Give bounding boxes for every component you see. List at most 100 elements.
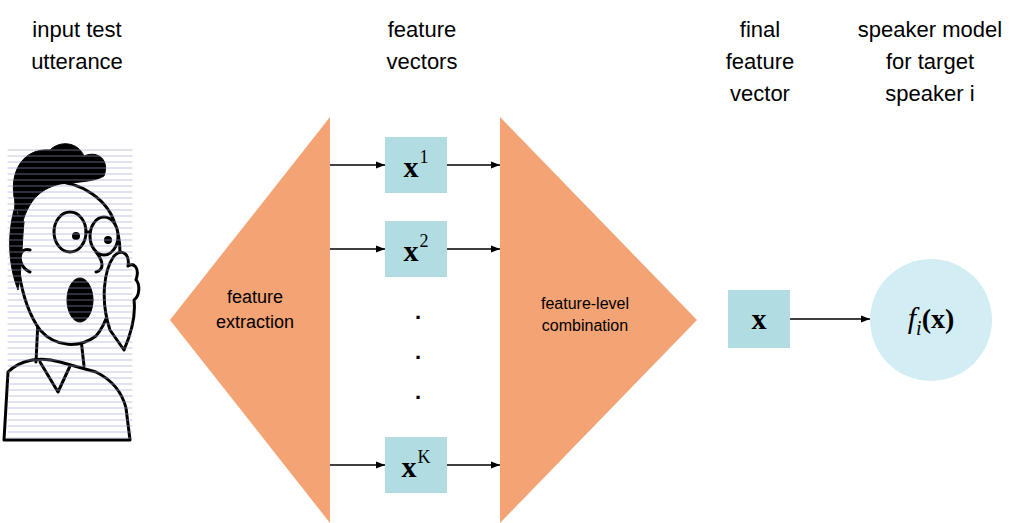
scan-line — [8, 288, 132, 289]
scan-line — [8, 348, 132, 349]
node-text: x — [728, 290, 790, 348]
feature-vector-box: xK — [385, 437, 447, 493]
node-text: x1 — [385, 137, 447, 193]
scan-line — [8, 156, 132, 157]
scan-line — [8, 330, 132, 331]
scan-line — [8, 198, 132, 199]
cartoon-speaker — [4, 144, 139, 440]
scan-line — [8, 432, 132, 433]
scan-line — [8, 282, 132, 283]
node-text: fi(x) — [870, 259, 992, 381]
ellipsis-dot: . — [408, 296, 428, 328]
scan-line — [8, 396, 132, 397]
circle-fill — [870, 259, 992, 381]
flow-arrow — [447, 464, 500, 466]
scan-line — [8, 426, 132, 427]
scan-line — [8, 408, 132, 409]
feature-vector-box: x2 — [385, 221, 447, 277]
text-group: x2 — [404, 231, 429, 268]
scan-line — [8, 366, 132, 367]
scan-line — [8, 378, 132, 379]
column-heading: input test utterance — [2, 14, 152, 78]
vector-symbol: x — [752, 302, 767, 335]
ellipsis-dot: . — [408, 336, 428, 368]
node-text: feature-level combination — [515, 275, 655, 355]
scan-line — [8, 210, 132, 211]
scan-line — [8, 168, 132, 169]
flow-arrow — [330, 164, 385, 166]
column-heading: final feature vector — [715, 14, 805, 110]
flow-arrow — [447, 164, 500, 166]
vector-symbol: x — [404, 234, 419, 267]
subscript: i — [916, 317, 922, 339]
scan-line — [8, 228, 132, 229]
scan-line — [8, 312, 132, 313]
text-group: x1 — [404, 147, 429, 184]
node-label: feature extraction — [216, 287, 294, 332]
triangle-fill — [500, 117, 697, 523]
scan-line — [8, 162, 132, 163]
node-text: x2 — [385, 221, 447, 277]
scan-line — [8, 414, 132, 415]
vector-symbol: x — [404, 150, 419, 183]
column-heading: speaker model for target speaker i — [855, 14, 1005, 110]
flow-arrow — [330, 464, 385, 466]
scan-line — [8, 216, 132, 217]
scan-line — [8, 402, 132, 403]
scan-line — [8, 276, 132, 277]
superscript: K — [418, 447, 431, 467]
column-heading: feature vectors — [362, 14, 482, 78]
scan-line — [8, 342, 132, 343]
text-group: x — [752, 302, 767, 336]
scan-line — [8, 390, 132, 391]
scan-line — [8, 300, 132, 301]
scan-line — [8, 180, 132, 181]
extraction-triangle: feature extraction — [170, 117, 330, 523]
ellipsis-dot: . — [408, 376, 428, 408]
scan-line — [8, 336, 132, 337]
node-text: feature extraction — [200, 270, 310, 350]
scan-line — [8, 264, 132, 265]
final-feature-box: x — [728, 290, 790, 348]
vector-symbol: x — [402, 450, 417, 483]
scan-line — [8, 258, 132, 259]
scan-line — [8, 222, 132, 223]
scan-line — [8, 252, 132, 253]
scan-line — [8, 372, 132, 373]
text-group: fi(x) — [908, 301, 955, 340]
combination-triangle: feature-level combination — [500, 117, 697, 523]
scan-line — [8, 234, 132, 235]
scan-line — [8, 270, 132, 271]
scan-line — [8, 294, 132, 295]
text-group: feature extraction — [200, 285, 310, 335]
speaker-model-circle: fi(x) — [870, 259, 992, 381]
scan-line — [8, 420, 132, 421]
model-symbol: (x) — [922, 303, 955, 334]
node-label: feature-level combination — [541, 295, 629, 334]
text-group: xK — [402, 447, 431, 484]
flow-arrow — [790, 318, 870, 320]
scan-line — [8, 240, 132, 241]
scan-line — [8, 204, 132, 205]
scan-line — [8, 246, 132, 247]
superscript: 2 — [420, 231, 429, 251]
scan-line — [8, 354, 132, 355]
flow-arrow — [330, 248, 385, 250]
scan-line — [8, 438, 132, 439]
node-text: xK — [385, 437, 447, 493]
scan-line — [8, 150, 132, 151]
text-group: feature-level combination — [515, 293, 655, 338]
scan-line — [8, 192, 132, 193]
scan-line — [8, 324, 132, 325]
scan-line — [8, 318, 132, 319]
scan-line — [8, 306, 132, 307]
flow-arrow — [447, 248, 500, 250]
model-symbol: f — [908, 301, 916, 334]
feature-vector-box: x1 — [385, 137, 447, 193]
triangle-fill — [170, 117, 330, 523]
scan-line — [8, 174, 132, 175]
scan-line — [8, 186, 132, 187]
scan-line — [8, 360, 132, 361]
superscript: 1 — [420, 147, 429, 167]
